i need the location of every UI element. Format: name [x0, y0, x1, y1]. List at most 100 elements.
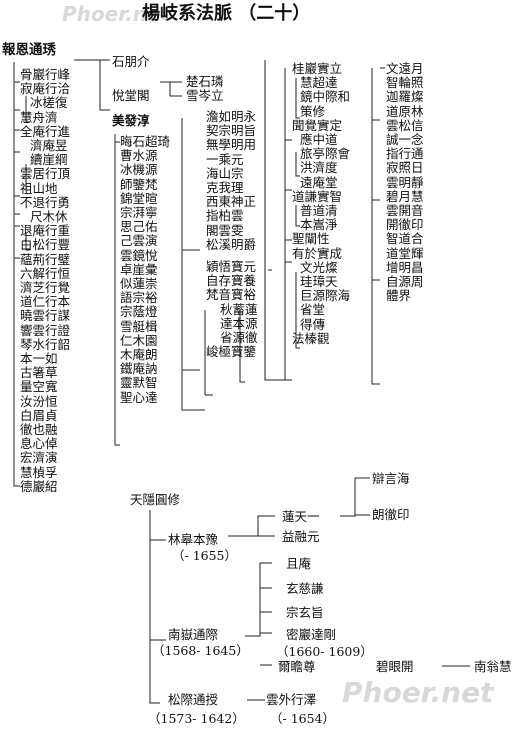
col5-list: 桂巖實立 慧超達 鏡中際和 策修 聞覺實定 應中道 旅亭際會 洪濟度 遠庵堂 道…: [292, 61, 351, 346]
node-langche: 朗徹印: [372, 507, 410, 522]
node-biyan: 碧眼開: [376, 659, 414, 674]
root-baoen: 報恩通琇: [2, 42, 56, 58]
list-item: 本嵩淨: [300, 217, 338, 233]
list-item: 道原林: [386, 103, 424, 119]
list-item: 澹如明永: [206, 109, 257, 124]
list-item: 文光燦: [300, 259, 338, 275]
list-item: 克我理: [206, 180, 244, 196]
list-item: 曉雲行謀: [20, 308, 71, 324]
list-item: 海山宗: [206, 165, 244, 181]
node-bianyan: 辯言海: [372, 471, 410, 486]
list-item: 無學明用: [206, 137, 257, 153]
list-item: 聞覺實定: [292, 117, 343, 133]
list-item: 雲居行頂: [20, 166, 71, 182]
list-item: 冰機源: [120, 162, 158, 178]
list-item: 秋蓄蓮: [220, 301, 258, 317]
list-item: 得傳: [300, 316, 326, 332]
list-item: 六解行恒: [20, 265, 71, 281]
list-item: 冰槎復: [30, 95, 68, 111]
list-item: 雲明靜: [386, 174, 424, 190]
node-xuecen: 雪岑立: [186, 88, 224, 103]
list-item: 巨源際海: [300, 288, 351, 304]
list-item: 琴水行韶: [20, 336, 71, 352]
list-item: 指柏雲: [206, 208, 244, 224]
list-item: 晦石超琦: [120, 134, 171, 149]
node-zongxuan: 宗玄旨: [286, 605, 324, 620]
node-yuetang: 悅堂閣: [112, 88, 150, 103]
list-item: 徹也融: [20, 422, 58, 438]
list-item: 省源徹: [220, 330, 258, 346]
page-title: 楊岐系法脈 （二十）: [142, 3, 311, 24]
list-item: 道謙實智: [292, 188, 343, 204]
list-item: 道仁行本: [20, 294, 71, 310]
list-item: 道堂輝: [386, 245, 424, 261]
list-item: 鐵庵訥: [120, 361, 158, 377]
list-item: 洪濟度: [300, 160, 338, 176]
list-item: 閣雲雯: [206, 222, 244, 238]
list-item: 省堂: [300, 302, 326, 318]
list-item: 寂照日: [386, 160, 424, 176]
node-nanweng: 南翁慧: [474, 659, 512, 674]
list-item: 契宗明旨: [206, 123, 257, 139]
list-item: 普道清: [300, 203, 338, 219]
node-shipeng: 石朋介: [112, 54, 150, 69]
left-lineage-list: 骨巖行峰 寂庵行洽 冰槎復 慧舟濟 全庵行進 濟庵昱 續崖綱 雲居行頂 祖山地 …: [20, 67, 71, 494]
node-liantian: 蓮天一: [282, 509, 320, 524]
node-chushi: 楚石璘: [186, 74, 224, 89]
col6-list: 文遠月 智輪照 迦羅燦 道原林 雲松信 誠一念 指行通 寂照日 雲明靜 碧月慧 …: [386, 61, 424, 303]
list-item: 穎悟寶元: [206, 259, 257, 275]
list-item: 梵音寶裕: [206, 287, 257, 303]
list-item: 達本源: [220, 315, 258, 331]
list-item: 開徹印: [386, 217, 424, 233]
list-item: 蘊荊行璧: [20, 251, 71, 267]
list-item: 不退行勇: [20, 194, 71, 210]
list-item: 續崖綱: [30, 152, 68, 168]
list-item: 慧楨孚: [20, 464, 58, 480]
list-item: 自源周: [386, 274, 424, 290]
list-item: 師鑒梵: [120, 176, 158, 192]
list-item: 退庵行重: [20, 223, 71, 239]
list-item: 曹水源: [120, 148, 158, 164]
node-songji-dates: （1573- 1642）: [148, 711, 245, 726]
list-item: 似蓮崇: [120, 276, 158, 292]
list-item: 慧超達: [300, 75, 338, 91]
list-item: 旅亭際會: [300, 146, 351, 162]
list-item: 遠庵堂: [300, 174, 338, 190]
node-miyan-dates: （1660- 1609）: [276, 644, 373, 659]
col4-list: 澹如明永 契宗明旨 無學明用 一乘元 海山宗 克我理 西東神正 指柏雲 閣雲雯 …: [206, 109, 258, 359]
node-nanyue-dates: （1568- 1645）: [152, 643, 249, 658]
list-item: 量空寬: [20, 379, 58, 395]
list-item: 策修: [300, 103, 326, 119]
list-item: 智道合: [386, 231, 424, 247]
list-item: 智輪照: [386, 75, 424, 91]
list-item: 白松行豐: [20, 237, 71, 253]
list-item: 一乘元: [206, 151, 244, 167]
node-yunwai: 雲外行澤: [266, 692, 317, 707]
list-item: 汝汾恒: [20, 393, 58, 409]
list-item: 錦堂暄: [120, 190, 158, 206]
node-miyan: 密巖達剛: [286, 627, 337, 642]
root-tianyin: 天隱圓修: [130, 492, 181, 507]
list-item: 碧月慧: [386, 188, 424, 204]
list-item: 白眉貞: [20, 407, 58, 423]
node-erzhan: 爾瞻尊: [278, 659, 316, 674]
list-item: 指行通: [386, 146, 424, 162]
node-yirong: 益融元: [282, 529, 320, 544]
list-item: 德巖紹: [20, 478, 58, 494]
list-item: 宗湃寧: [120, 205, 158, 221]
node-yunwai-dates: （- 1654）: [270, 711, 336, 726]
node-meifa: 美發淳: [112, 113, 150, 128]
list-item: 珪璋天: [300, 274, 338, 290]
list-item: 古箸草: [20, 365, 58, 381]
list-item: 應中道: [300, 132, 338, 148]
list-item: 寂庵行洽: [20, 81, 71, 97]
list-item: 濟芝行覺: [20, 280, 71, 296]
watermark-top: Phoer.net: [62, 2, 171, 26]
list-item: 息心倬: [20, 436, 58, 452]
node-qiean: 且庵: [286, 556, 312, 571]
list-item: 雲開音: [386, 203, 424, 219]
list-item: 聖心達: [120, 389, 158, 405]
list-item: 語宗裕: [120, 290, 158, 306]
list-item: 迦羅燦: [386, 89, 424, 105]
